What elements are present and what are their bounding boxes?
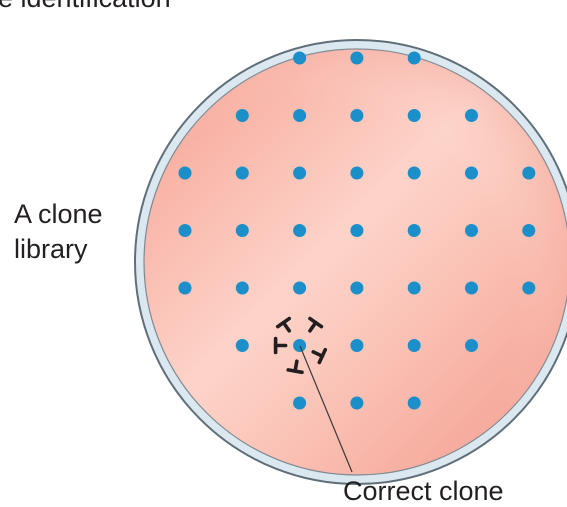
colony-dot [522, 224, 535, 237]
colony-dot [408, 224, 421, 237]
colony-dot [408, 397, 421, 410]
colony-dot [350, 282, 363, 295]
colony-dot [350, 109, 363, 122]
colony-dot [350, 52, 363, 65]
colony-dot [236, 167, 249, 180]
colony-dot [293, 282, 306, 295]
clone-library-label-line1: A clone [14, 197, 103, 232]
colony-dot [408, 109, 421, 122]
colony-dot [236, 339, 249, 352]
correct-clone-colony [293, 339, 306, 352]
colony-dot [293, 109, 306, 122]
colony-dot [179, 167, 192, 180]
colony-dot [293, 397, 306, 410]
colony-dot [465, 109, 478, 122]
colony-dot [522, 282, 535, 295]
correct-clone-label: Correct clone [343, 475, 504, 507]
colony-dot [522, 167, 535, 180]
colony-dot [293, 167, 306, 180]
colony-dot [350, 397, 363, 410]
colony-dot [408, 339, 421, 352]
colony-dot [236, 109, 249, 122]
colony-dot [465, 224, 478, 237]
colony-dot [465, 167, 478, 180]
clone-library-label: A clone library [14, 197, 103, 267]
colony-dot [350, 224, 363, 237]
colony-dot [408, 52, 421, 65]
colony-dot [350, 339, 363, 352]
colony-dot [293, 52, 306, 65]
colony-dot [236, 224, 249, 237]
clone-library-label-line2: library [14, 232, 103, 267]
colony-dot [465, 339, 478, 352]
petri-dish [135, 40, 567, 484]
colony-dot [236, 282, 249, 295]
colony-dot [408, 167, 421, 180]
colony-dot [465, 282, 478, 295]
colony-dot [408, 282, 421, 295]
colony-dot [293, 224, 306, 237]
colony-dot [179, 282, 192, 295]
colony-dot [350, 167, 363, 180]
colony-dot [179, 224, 192, 237]
